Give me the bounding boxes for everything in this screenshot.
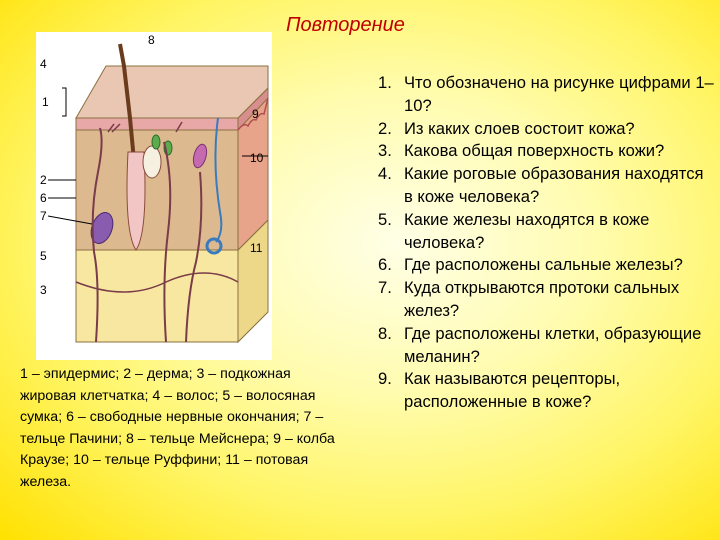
question-number: 8. [378, 323, 392, 343]
question-text: Какова общая поверхность кожи? [404, 141, 665, 161]
question-text: Какие железы находятся в коже человека? [404, 209, 650, 252]
skin-diagram: 8 4 1 9 10 2 6 7 5 11 3 [36, 32, 272, 360]
label-7: 7 [40, 209, 47, 223]
question-text: Какие роговые образования находятся в ко… [404, 164, 704, 206]
ruffini-corpuscle [192, 143, 208, 169]
question-item: 6. Где расположены сальные железы? [374, 254, 714, 277]
hair-follicle [126, 151, 146, 251]
nerve-fiber-left [91, 127, 103, 343]
nerve-fiber-center [163, 141, 172, 343]
leader-line-7 [47, 215, 93, 225]
papillae-line [237, 97, 269, 131]
question-text: Где расположены сальные железы? [404, 255, 683, 275]
skin-cross-section: 8 4 1 9 10 2 6 7 5 11 3 [40, 33, 269, 344]
label-3: 3 [40, 283, 47, 297]
question-number: 6. [378, 255, 392, 275]
label-4: 4 [40, 57, 47, 71]
question-number: 5. [378, 209, 392, 229]
question-item: 5. Какие железы находятся в коже человека… [374, 209, 714, 255]
question-text: Куда открываются протоки сальных желез? [404, 278, 680, 320]
question-text: Что обозначено на рисунке цифрами 1– 10? [404, 73, 714, 115]
label-5: 5 [40, 249, 47, 263]
sebaceous-gland [142, 145, 162, 179]
question-text: Из каких слоев состоит кожа? [404, 118, 635, 138]
label-10: 10 [250, 151, 264, 165]
sweat-gland-coil [205, 237, 223, 255]
free-nerve-endings [107, 121, 183, 133]
question-item: 8. Где расположены клетки, образующие мел… [374, 323, 714, 369]
label-9: 9 [252, 107, 259, 121]
label-1: 1 [42, 95, 49, 109]
label-2: 2 [40, 173, 47, 187]
question-number: 3. [378, 141, 392, 161]
question-number: 9. [378, 369, 392, 389]
question-number: 1. [378, 73, 392, 92]
vessel-horizontal [75, 272, 239, 293]
label-11: 11 [250, 241, 263, 255]
slide-title: Повторение [286, 14, 405, 36]
sweat-gland-duct [214, 117, 223, 243]
krause-bulb [151, 134, 161, 150]
skin-surface [75, 65, 269, 119]
subcutaneous-fat-layer [75, 249, 239, 343]
label-6: 6 [40, 191, 47, 205]
bracket-1 [62, 87, 67, 117]
question-item: 3. Какова общая поверхность кожи? [374, 140, 714, 163]
question-text: Как называются рецепторы, расположенные … [404, 369, 621, 412]
question-number: 7. [378, 278, 392, 298]
diagram-caption: 1 – эпидермис; 2 – дерма; 3 – подкожная … [20, 366, 335, 490]
question-item: 7. Куда открываются протоки сальных желез… [374, 277, 714, 323]
question-item: 1. Что обозначено на рисунке цифрами 1– 1… [374, 72, 714, 118]
question-item: 2. Из каких слоев состоит кожа? [374, 118, 714, 141]
nerve-fiber-right [185, 171, 203, 343]
question-number: 2. [378, 118, 392, 138]
label-8: 8 [148, 33, 155, 47]
question-text: Где расположены клетки, образующие мелан… [404, 323, 702, 366]
question-item: 4. Какие роговые образования находятся в … [374, 163, 714, 209]
question-list: 1. Что обозначено на рисунке цифрами 1– 1… [374, 72, 714, 414]
question-item: 9. Как называются рецепторы, расположенны… [374, 368, 714, 414]
question-number: 4. [378, 164, 392, 184]
